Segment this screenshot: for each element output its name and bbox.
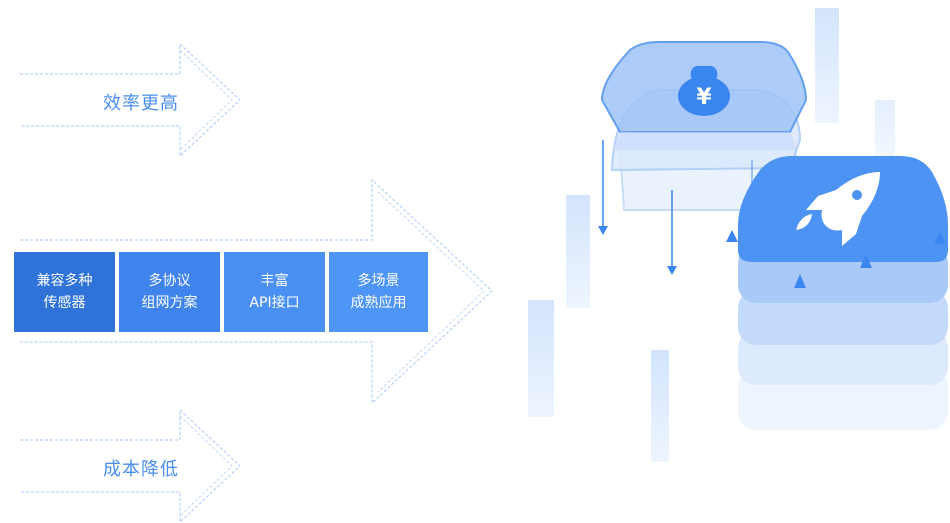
feature-line: 兼容多种 [36,273,93,289]
rocket-icon [796,172,880,246]
feature-sensor-compat: 兼容多种 传感器 [14,252,115,332]
rocket-stack [726,156,948,500]
money-bag-yen-icon: ¥ [678,66,730,116]
feature-rich-api: 丰富 API接口 [224,252,325,332]
cost-reduction-label: 成本降低 [103,459,179,480]
feature-multi-protocol: 多协议 组网方案 [119,252,220,332]
bottom-arrow [20,408,241,523]
feature-line: 丰富 [260,273,289,289]
top-arrow [20,42,241,158]
middle-arrow [20,178,493,405]
feature-line: 传感器 [43,295,86,311]
feature-multi-scenario: 多场景 成熟应用 [329,252,428,332]
feature-boxes [14,252,428,332]
svg-text:¥: ¥ [696,85,712,110]
feature-line: API接口 [249,295,300,311]
feature-line: 成熟应用 [350,295,407,311]
feature-line: 多场景 [357,273,400,289]
efficiency-label: 效率更高 [103,93,179,114]
background-bars [528,8,895,462]
feature-line: 组网方案 [141,295,198,311]
feature-line: 多协议 [148,273,191,289]
